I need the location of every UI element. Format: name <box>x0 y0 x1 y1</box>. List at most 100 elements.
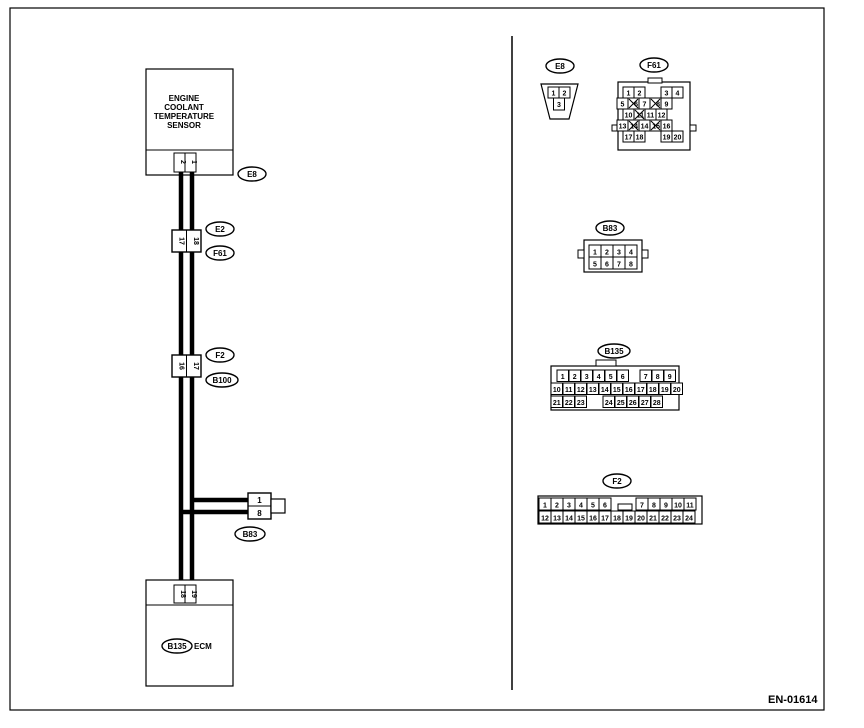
e8-connector-view: E8 1 2 3 <box>540 58 579 120</box>
f61-pin-cell: 12 <box>655 108 668 121</box>
f2-pin-cell: 13 <box>550 510 564 524</box>
b135-pin-cell: 17 <box>634 382 647 395</box>
f2-pin-cell: 2 <box>550 497 564 511</box>
f2-pin-cell: 4 <box>574 497 588 511</box>
b135-pin-cell-label: 17 <box>637 387 645 394</box>
f61-pin-cell: 15 <box>649 119 662 132</box>
f2-pin-cell-label: 23 <box>673 516 681 523</box>
b135-pin-cell-label: 19 <box>661 387 669 394</box>
e8-pin: 2 <box>563 91 567 98</box>
branch-connector: 1 8 <box>247 492 286 520</box>
f2-pin-cell-label: 16 <box>589 516 597 523</box>
sensor-pin: 2 <box>179 160 186 164</box>
f61-pin-cell: 19 <box>660 130 673 143</box>
b135-pin-cell-label: 14 <box>601 387 609 394</box>
f2-pin-cell-label: 10 <box>674 503 682 510</box>
f61-pin-cell: 6 <box>627 97 640 110</box>
f2-pin-cell-label: 1 <box>543 503 547 510</box>
f61-pin-cell-label: 6 <box>634 102 638 109</box>
b135-pin-cell-label: 7 <box>644 374 648 381</box>
sensor-title-line: ENGINE <box>169 94 200 103</box>
b135-pin-cell: 26 <box>626 395 639 408</box>
sensor-title-line: COOLANT <box>164 103 204 112</box>
b135-pin-cell: 18 <box>646 382 659 395</box>
f2-pin-cell-label: 24 <box>685 516 693 523</box>
f61-pin-cell-label: 16 <box>663 124 671 131</box>
f2-pin-cell-label: 12 <box>541 516 549 523</box>
f61-pin-cell-label: 15 <box>652 124 660 131</box>
ecm-pin: 18 <box>179 590 186 598</box>
joint-2-tag-top: F2 <box>205 347 235 363</box>
f2-pin-cell-label: 8 <box>652 503 656 510</box>
b135-pin-cell: 3 <box>580 369 593 382</box>
f61-pin-cell: 17 <box>622 130 635 143</box>
b135-pin-cell: 22 <box>562 395 575 408</box>
ecm-name: ECM <box>194 642 212 651</box>
f61-pin-cell-label: 11 <box>637 113 645 120</box>
b135-pin-cell-label: 15 <box>613 387 621 394</box>
f2-pin-cell: 16 <box>586 510 600 524</box>
f61-pin-cell-label: 17 <box>625 135 633 142</box>
f61-pin-cell: 16 <box>660 119 673 132</box>
f2-pin-cell-label: 17 <box>601 516 609 523</box>
b135-pin-cell-label: 23 <box>577 400 585 407</box>
f2-pin-cell: 5 <box>586 497 600 511</box>
sensor-pin: 1 <box>190 160 197 164</box>
b135-pin-cell: 11 <box>562 382 575 395</box>
b135-pin-cell: 6 <box>616 369 629 382</box>
b135-pin-cell-label: 3 <box>585 374 589 381</box>
f61-pin-cell: 1 <box>622 86 635 99</box>
f2-pin-cell: 1 <box>538 497 552 511</box>
b135-pin-cell: 7 <box>639 369 652 382</box>
f61-pin-cell-label: 14 <box>630 124 638 131</box>
f2-view-label: F2 <box>612 477 622 486</box>
b83-pin-cell: 6 <box>600 256 614 270</box>
branch-pin: 8 <box>257 509 262 518</box>
f2-pin-cell: 20 <box>634 510 648 524</box>
b83-pin-cell-label: 7 <box>617 262 621 269</box>
b83-pin-cell: 2 <box>600 244 614 258</box>
f61-pin-cell-label: 9 <box>665 102 669 109</box>
f61-pin-cell: 8 <box>649 97 662 110</box>
f2-pin-cell-label: 15 <box>577 516 585 523</box>
f2-pin-cell: 22 <box>658 510 672 524</box>
b135-view-label: B135 <box>604 347 624 356</box>
branch-connector-label: B83 <box>243 530 258 539</box>
f2-pin-cell-label: 20 <box>637 516 645 523</box>
f2-pin-cell: 6 <box>598 497 612 511</box>
e8-view-label: E8 <box>555 62 565 71</box>
f2-pin-cell-label: 9 <box>664 503 668 510</box>
b83-latch <box>641 249 649 259</box>
f61-pin-cell: 3 <box>660 86 673 99</box>
f2-pin-cell-label: 2 <box>555 503 559 510</box>
b83-pin-cell: 3 <box>612 244 626 258</box>
b83-pin-cell-label: 2 <box>605 250 609 257</box>
b83-pin-cell: 7 <box>612 256 626 270</box>
f2-pin-cell-label: 19 <box>625 516 633 523</box>
b135-pin-cell: 13 <box>586 382 599 395</box>
b135-pin-cell: 14 <box>598 382 611 395</box>
b83-pin-cell: 8 <box>624 256 638 270</box>
b135-pin-cell: 16 <box>622 382 635 395</box>
b83-pin-cell-label: 6 <box>605 262 609 269</box>
f2-pin-cell-label: 21 <box>649 516 657 523</box>
f2-pin-cell-label: 13 <box>553 516 561 523</box>
b135-pin-cell: 20 <box>670 382 683 395</box>
b135-pin-cell: 15 <box>610 382 623 395</box>
b135-pin-cell-label: 4 <box>597 374 601 381</box>
f61-pin-cell-label: 20 <box>674 135 682 142</box>
f61-pin-cell: 11 <box>633 108 646 121</box>
f61-pin-cell-label: 8 <box>656 102 660 109</box>
f2-pin-cell-label: 14 <box>565 516 573 523</box>
b135-pin-cell-label: 26 <box>629 400 637 407</box>
b135-pin-cell-label: 22 <box>565 400 573 407</box>
f61-pin-cell: 20 <box>671 130 684 143</box>
f2-pin-cell-label: 3 <box>567 503 571 510</box>
b83-pin-cell-label: 3 <box>617 250 621 257</box>
f2-pin-cell: 3 <box>562 497 576 511</box>
b135-pin-cell-label: 21 <box>553 400 561 407</box>
joint-1-pin: 17 <box>178 237 185 245</box>
